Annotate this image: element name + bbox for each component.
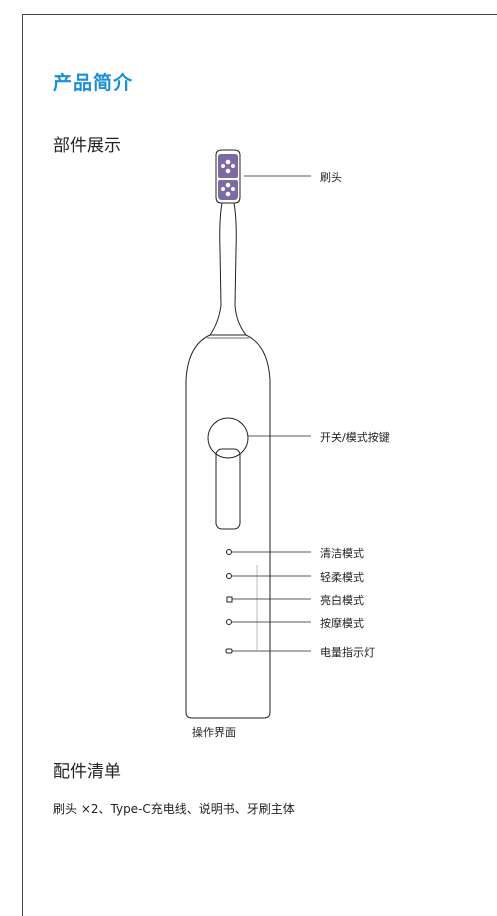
callout-soft-mode: 轻柔模式: [320, 571, 364, 584]
brush-neck: [209, 202, 248, 336]
parts-heading: 部件展示: [53, 136, 121, 156]
whiten-mode-indicator: [226, 596, 233, 603]
button-slot: [215, 448, 241, 530]
page-frame: [22, 14, 497, 916]
callout-massage-mode: 按摩模式: [320, 617, 364, 630]
callout-whiten-mode: 亮白模式: [320, 594, 364, 607]
clean-mode-indicator: [226, 549, 232, 555]
callout-clean-mode: 清洁模式: [320, 547, 364, 560]
callout-power-mode-button: 开关/模式按键: [320, 431, 390, 444]
accessories-list: 刷头 ×2、Type-C充电线、说明书、牙刷主体: [53, 802, 295, 816]
callout-battery-indicator: 电量指示灯: [320, 646, 375, 659]
callout-brush-head: 刷头: [320, 171, 342, 184]
power-button: [207, 417, 249, 459]
handle-body: [185, 334, 271, 719]
operation-interface-label: 操作界面: [192, 726, 236, 739]
brush-head: [215, 149, 241, 204]
massage-mode-indicator: [226, 619, 232, 625]
section-title: 产品简介: [53, 72, 134, 94]
accessories-heading: 配件清单: [53, 762, 121, 782]
soft-mode-indicator: [226, 573, 232, 579]
